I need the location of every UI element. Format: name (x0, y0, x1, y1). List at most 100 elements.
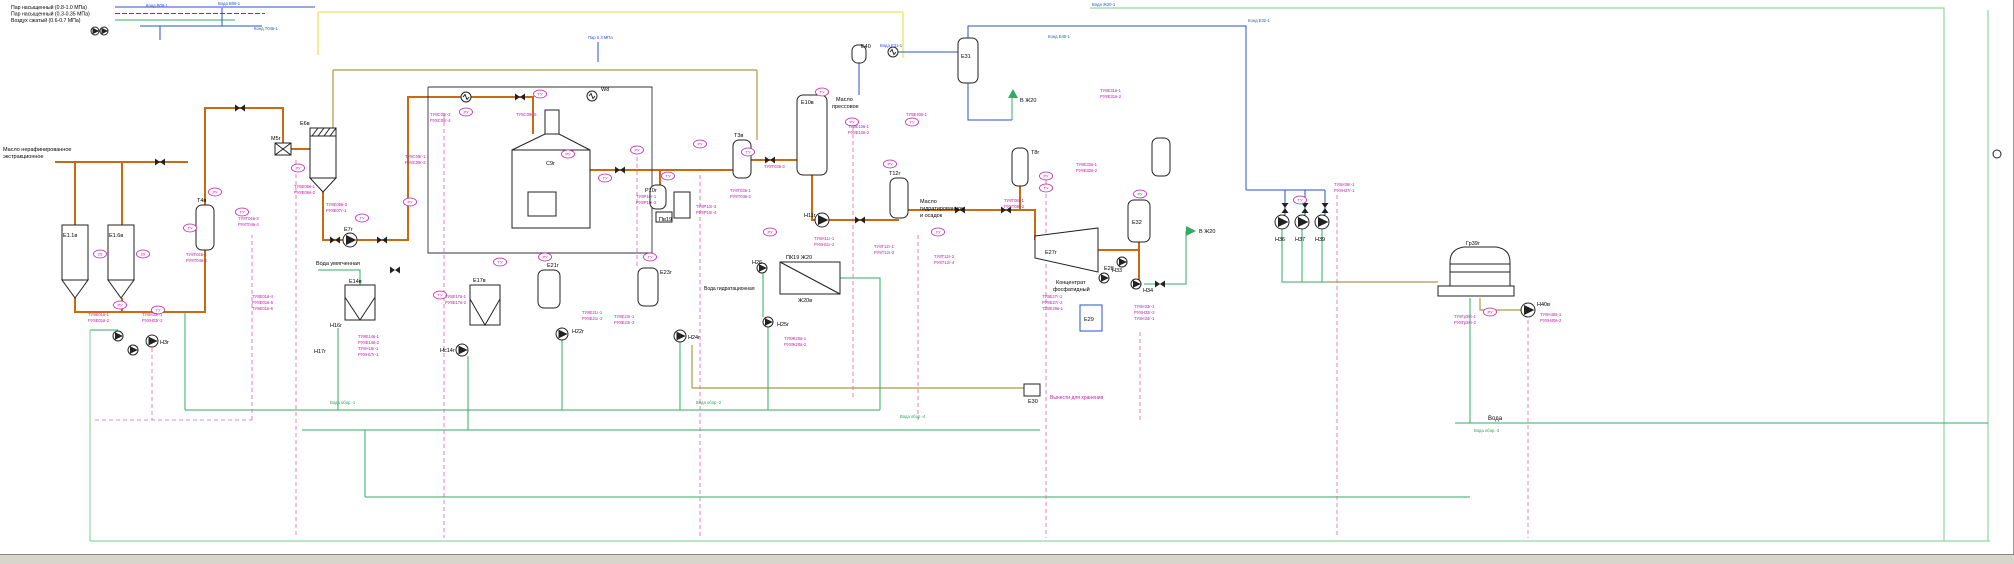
diagram-label: Е7г (344, 227, 353, 233)
instrument-bubble: РУ (113, 300, 127, 310)
instrument-tag: РУ8Т12г-4 (934, 260, 955, 265)
valve-icon (1321, 203, 1329, 213)
diagram-label: В Ж20 (1199, 229, 1215, 235)
diagram-label: Н17г (314, 349, 326, 355)
pump-left-2 (127, 344, 139, 356)
diagram-label: Н33 (1112, 268, 1122, 274)
diagram-label: Е27г (1045, 250, 1057, 256)
diagram-label: Е28 (1104, 266, 1114, 272)
pipe-water (840, 277, 881, 410)
instrument-tag: ТУ8Е01в-6 (252, 306, 274, 311)
diagram-label: Е14в (349, 279, 362, 285)
diagram-label: М5г (271, 136, 281, 142)
instrument-tag: ТУ8Е10в-1 (848, 124, 870, 129)
instrument-tag: РУ8Т04в-2 (186, 258, 208, 263)
diagram-label: Вода умягченная (316, 261, 360, 267)
svg-text:ТУ: ТУ (240, 210, 245, 215)
instrument-tag: РУ8Е17в-2 (445, 300, 467, 305)
instrument-tag: ТУ8Р10г-1 (636, 194, 657, 199)
diagram-label: Е29 (1084, 317, 1094, 323)
instrument-tag: РУ8Н11г-2 (814, 242, 835, 247)
instrument-tag: ТУ8Е01в-1 (88, 312, 110, 317)
diagram-label: В Ж20 (1020, 98, 1036, 104)
instrument-tag: РУ8С09г-2 (405, 160, 426, 165)
diagram-label: Н25г (777, 322, 789, 328)
valve-icon (765, 156, 775, 164)
instrument-tag: ТУ8Е27г-1 (1042, 294, 1063, 299)
instrument-tag: ТУ8Т03в-1 (730, 188, 751, 193)
diagram-label: Н40в (1537, 302, 1550, 308)
svg-text:РУ: РУ (634, 148, 640, 153)
instrument-tag: РУ8Т03в-2 (730, 194, 752, 199)
instrument-tag: ТУ8Е06в-3 (326, 202, 348, 207)
instrument-tag: Конд.В08-1 (146, 3, 169, 8)
instrument-tag: ТУ8Е40в-1 (906, 112, 928, 117)
svg-text:РУ: РУ (565, 152, 571, 157)
pipe-oil (1098, 242, 1140, 251)
legend-label: Пар насыщенный (0.3-0.35 МПа) (11, 11, 90, 18)
instrument-tag: ТУ8Т08г-1 (1004, 198, 1025, 203)
svg-text:РУ: РУ (212, 190, 218, 195)
instrument-tag: ТУ8Е32в-1 (1076, 162, 1098, 167)
instrument-bubble: РУ (459, 107, 473, 117)
instrument-bubble: ТУ (661, 171, 675, 181)
window-bottom-border (0, 554, 2014, 564)
instrument-tag: ТУ8Н03г-1 (142, 312, 163, 317)
svg-text:ТУ: ТУ (936, 230, 941, 235)
valve-icon (377, 236, 387, 244)
diagram-label: Н16г (330, 323, 342, 329)
svg-text:РУ: РУ (295, 166, 301, 171)
instrument-tag: Вода В08-1 (218, 1, 241, 6)
instrument-tag: ТУ8Н34г-1 (1134, 316, 1155, 321)
instrument-bubble: РУ (693, 139, 707, 149)
coil-1 (460, 91, 472, 103)
instrument-tag: РУ8Е32в-2 (1076, 168, 1098, 173)
pipe-water (1144, 231, 1187, 285)
diagram-label: Т3в (734, 133, 743, 139)
instrument-tag: РУ8Е23г-2 (614, 320, 635, 325)
instrument-tag: ТУ8Н40в-1 (1540, 312, 1562, 317)
instrument-bubble: РУ (291, 163, 305, 173)
instrument-tag: РУ8Р10г-2 (636, 200, 657, 205)
legend-pump-1 (90, 26, 100, 36)
instrument-tag: ТУ8Е14в-1 (358, 334, 380, 339)
vessel-e30 (1023, 383, 1041, 397)
pipe-oil (908, 209, 1036, 240)
pipe-oil (357, 96, 534, 241)
tank-e14v (344, 284, 376, 321)
instrument-bubble: ТУ (151, 305, 165, 315)
instrument-tag: ТУ8Т03в-3 (764, 164, 785, 169)
diagram-label: Н26 (752, 260, 762, 266)
instrument-tag: ТУ8Гр39г-1 (1454, 314, 1476, 319)
diagram-label: Вода (1488, 416, 1503, 422)
svg-text:РУ: РУ (697, 142, 703, 147)
furnace-s9g (511, 109, 591, 229)
instrument-bubble: ТУ (235, 207, 249, 217)
vessel-e40 (851, 44, 867, 64)
column-t8g (1011, 147, 1029, 187)
svg-text:РУ: РУ (1043, 174, 1049, 179)
diagram-label: Н39 (1315, 237, 1325, 243)
instrument-bubble: 25 (136, 249, 150, 259)
legend-pump-2 (99, 26, 109, 36)
svg-text:РУ: РУ (542, 255, 548, 260)
instrument-tag: Пар 0.3 МПа (588, 35, 613, 40)
svg-text:РУ: РУ (887, 162, 893, 167)
diagram-label: Гр39г (1466, 241, 1480, 247)
diagram-label: Н36 (1275, 237, 1285, 243)
pump-n40v (1520, 302, 1536, 318)
heatexchanger-pk19-zh20 (779, 261, 841, 295)
instrument-tag: Вода Ж20-1 (1092, 2, 1116, 7)
svg-text:РУ: РУ (1137, 192, 1143, 197)
valve-icon (855, 216, 865, 224)
diagram-label: гидратированное (920, 206, 964, 212)
pump-n24g (673, 329, 687, 343)
instrument-tag: ТУ8Е23г-1 (614, 314, 635, 319)
instrument-bubble: РУ (1039, 171, 1053, 181)
valve-icon (1301, 203, 1309, 213)
diagram-label: Е1.1в (63, 233, 77, 239)
vessel-e21g (537, 269, 561, 309)
diagram-label: Т12г (889, 171, 900, 177)
pump-n11g (814, 212, 830, 228)
diagram-label: Ж20в (798, 298, 812, 304)
